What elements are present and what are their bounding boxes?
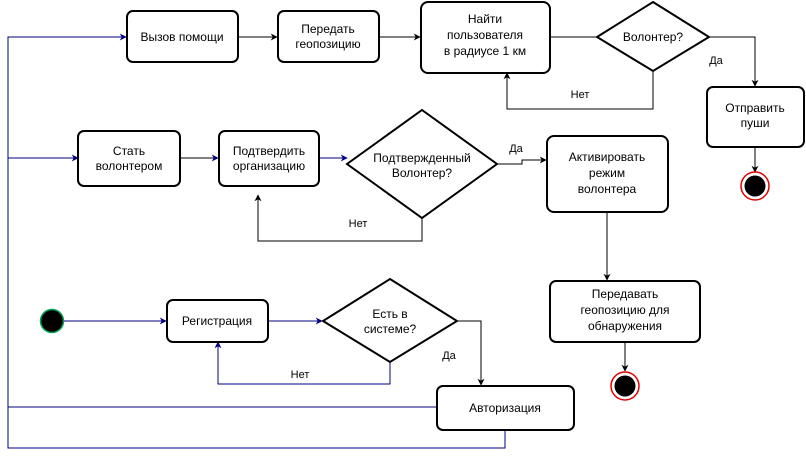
node-find-users[interactable]: Найти пользователя в радиусе 1 км <box>420 1 551 74</box>
label-volunteer-yes: Да <box>709 55 723 67</box>
label-in-system-no: Нет <box>291 369 310 381</box>
node-send-push[interactable]: Отправить пуши <box>706 86 805 148</box>
connector-auth-to-become-volunteer <box>7 154 436 408</box>
node-registration[interactable]: Регистрация <box>166 299 269 343</box>
svg-text:пользователя: пользователя <box>447 28 523 42</box>
svg-text:Подтвержденный: Подтвержденный <box>373 151 470 165</box>
end-node-top <box>740 171 770 201</box>
svg-text:Авторизация: Авторизация <box>469 401 541 415</box>
svg-text:Вызов помощи: Вызов помощи <box>140 30 223 44</box>
svg-text:Регистрация: Регистрация <box>182 314 252 328</box>
svg-text:Стать: Стать <box>113 144 145 158</box>
svg-text:геопозицию для: геопозицию для <box>580 303 669 317</box>
svg-text:Активировать: Активировать <box>569 150 645 164</box>
svg-text:Волонтер?: Волонтер? <box>392 166 453 180</box>
connector-auth-to-call-help <box>7 33 506 449</box>
node-send-geo[interactable]: Передать геопозицию <box>277 10 380 63</box>
node-confirm-organization[interactable]: Подтвердить организацию <box>218 130 320 187</box>
node-confirmed-volunteer-question[interactable]: Подтвержденный Волонтер? <box>345 108 499 220</box>
label-volunteer-no: Нет <box>571 89 590 101</box>
label-confirmed-yes: Да <box>509 143 523 155</box>
svg-text:организацию: организацию <box>233 159 305 173</box>
svg-text:обнаружения: обнаружения <box>588 319 662 333</box>
connector-volunteer-no <box>503 71 654 110</box>
svg-text:Волонтер?: Волонтер? <box>623 30 684 44</box>
svg-text:Найти: Найти <box>468 12 502 26</box>
svg-text:в радиусе 1 км: в радиусе 1 км <box>444 44 526 58</box>
node-transmit-geo[interactable]: Передавать геопозицию для обнаружения <box>549 280 701 343</box>
svg-text:Есть в: Есть в <box>372 307 407 321</box>
svg-text:Подтвердить: Подтвердить <box>233 144 305 158</box>
label-confirmed-no: Нет <box>349 218 368 230</box>
connector-volunteer-yes <box>709 36 759 87</box>
start-node <box>39 308 65 334</box>
svg-text:Отправить: Отправить <box>725 101 785 115</box>
svg-text:режим: режим <box>589 166 625 180</box>
label-in-system-yes: Да <box>442 350 456 362</box>
svg-text:Передать: Передать <box>301 22 355 36</box>
svg-text:геопозицию: геопозицию <box>295 37 360 51</box>
end-node-bottom <box>610 371 640 401</box>
node-activate-mode[interactable]: Активировать режим волонтера <box>546 135 669 213</box>
node-become-volunteer[interactable]: Стать волонтером <box>77 130 181 187</box>
svg-text:Передавать: Передавать <box>592 287 658 301</box>
connector-in-system-no <box>214 341 391 385</box>
node-in-system-question[interactable]: Есть в системе? <box>321 277 459 364</box>
svg-text:волонтера: волонтера <box>578 182 637 196</box>
node-call-help[interactable]: Вызов помощи <box>126 10 239 63</box>
connector-in-system-yes <box>457 320 485 386</box>
connector-confirmed-no <box>254 194 423 242</box>
node-authorization[interactable]: Авторизация <box>436 385 575 431</box>
svg-text:волонтером: волонтером <box>96 159 163 173</box>
svg-text:пуши: пуши <box>741 116 770 130</box>
svg-text:системе?: системе? <box>364 322 417 336</box>
connector-confirmed-yes <box>497 156 547 165</box>
node-volunteer-question[interactable]: Волонтер? <box>595 0 711 73</box>
